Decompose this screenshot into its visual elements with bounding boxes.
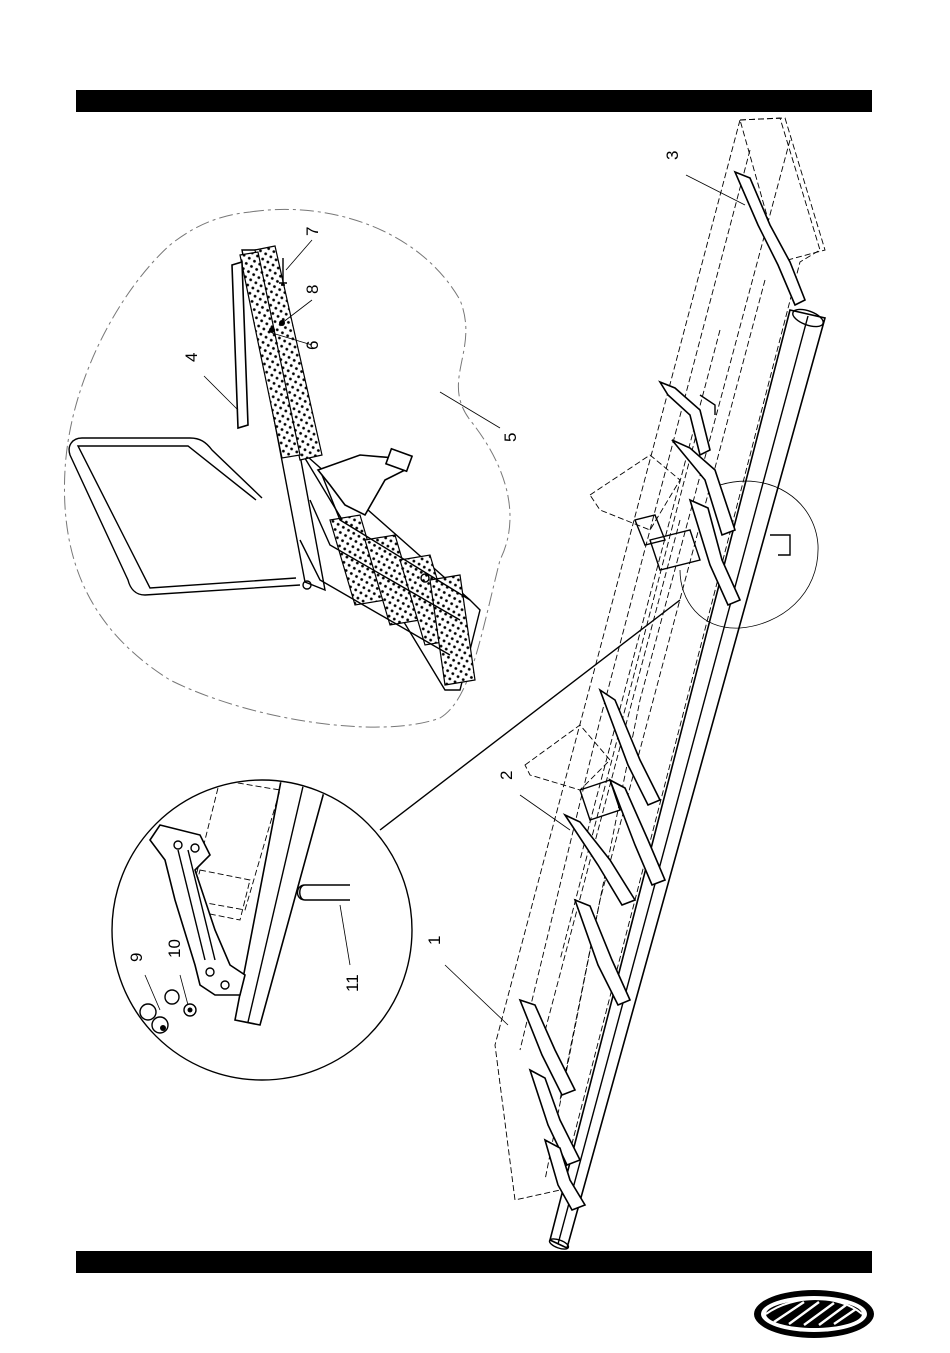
svg-text:5: 5 xyxy=(501,433,520,442)
nut-9-icon xyxy=(140,1004,168,1033)
bracket-detail-view xyxy=(112,760,412,1080)
washer-10-icon xyxy=(165,990,196,1016)
svg-text:6: 6 xyxy=(303,341,322,350)
callout-5: 5 xyxy=(440,392,520,442)
svg-text:10: 10 xyxy=(165,939,184,958)
main-frame-assembly xyxy=(495,118,825,1251)
callout-3: 3 xyxy=(663,151,745,205)
callout-11: 11 xyxy=(340,905,362,992)
callout-1: 1 xyxy=(425,936,508,1025)
callout-7: 7 xyxy=(286,227,322,270)
svg-text:3: 3 xyxy=(663,151,682,160)
svg-text:1: 1 xyxy=(425,936,444,945)
callout-9: 9 xyxy=(127,953,160,1010)
svg-text:8: 8 xyxy=(303,285,322,294)
brand-swoosh-logo-icon xyxy=(754,1290,874,1338)
ladder-side-plate xyxy=(232,262,248,428)
svg-text:7: 7 xyxy=(303,227,322,236)
ladder-detail-view xyxy=(64,209,510,727)
callout-2: 2 xyxy=(497,771,570,830)
ladder-handrail xyxy=(69,438,300,595)
callout-4: 4 xyxy=(182,353,238,410)
rail-bracket-group-middle xyxy=(565,690,665,905)
bolt-6-icon xyxy=(269,327,275,333)
svg-text:11: 11 xyxy=(343,974,362,992)
ladder-tread-4 xyxy=(430,575,475,685)
u-bolt-small-icon xyxy=(770,535,790,555)
gusset-plate-middle xyxy=(525,725,610,790)
svg-text:9: 9 xyxy=(127,953,146,962)
svg-text:4: 4 xyxy=(182,353,201,362)
u-bolt-11-icon xyxy=(298,885,331,900)
callout-10: 10 xyxy=(165,939,188,1005)
svg-text:2: 2 xyxy=(497,771,516,780)
